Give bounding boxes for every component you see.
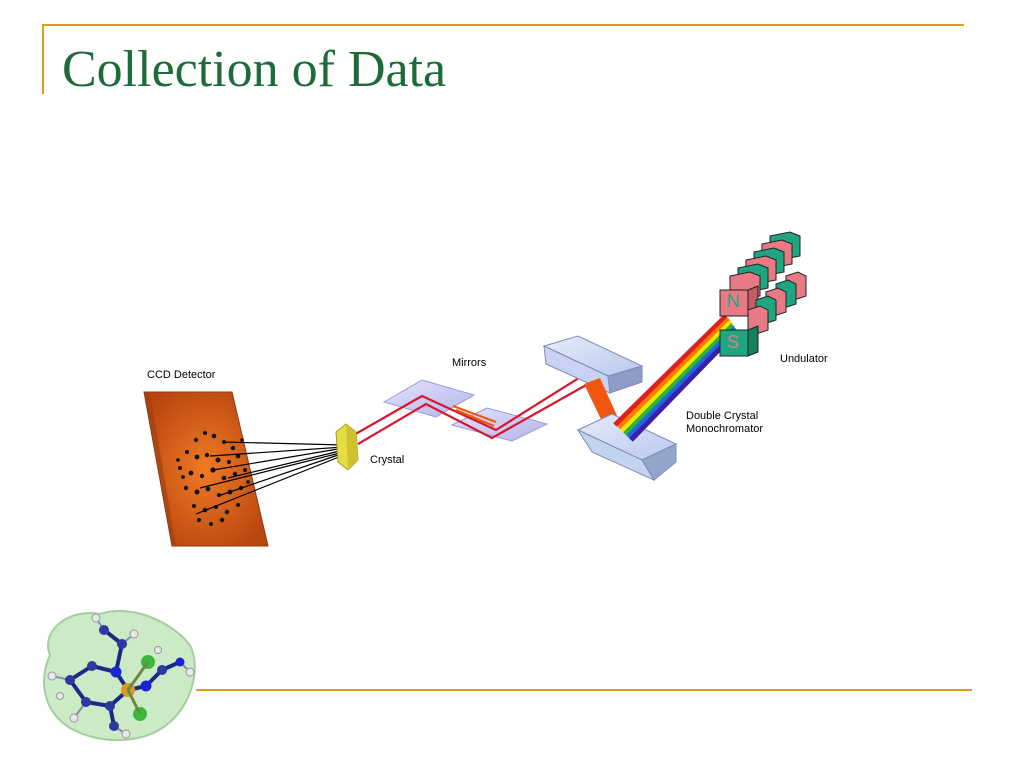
magnet-north-label: N — [727, 291, 740, 311]
ccd-detector-label: CCD Detector — [147, 369, 216, 381]
sample-crystal — [335, 423, 359, 471]
spectrum-beam — [613, 314, 739, 442]
slide-title: Collection of Data — [62, 41, 447, 98]
monochromator-lower-crystal — [576, 413, 678, 482]
undulator-label: Undulator — [780, 353, 828, 365]
top-rule — [42, 24, 964, 26]
bottom-rule — [196, 689, 972, 691]
crystal-label: Crystal — [370, 454, 405, 466]
molecule-image — [43, 610, 196, 742]
left-rule — [42, 24, 44, 94]
mirrors-label: Mirrors — [452, 357, 487, 369]
monochromator-label-line1: Double Crystal — [686, 410, 759, 422]
undulator — [719, 231, 807, 357]
magnet-south-label: S — [727, 332, 740, 352]
diffracted-rays — [195, 441, 345, 515]
xray-beam — [351, 375, 589, 445]
ccd-detector — [143, 391, 269, 547]
monochromator-label-line2: Monochromator — [686, 423, 764, 435]
